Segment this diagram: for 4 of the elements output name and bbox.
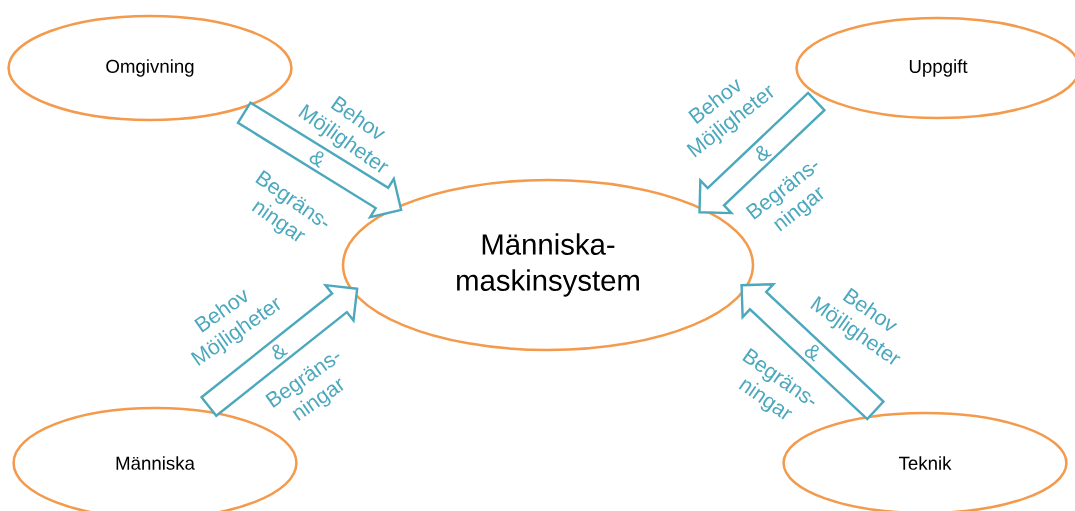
block-arrow bbox=[698, 91, 827, 215]
ellipse-node: Omgivning bbox=[7, 14, 293, 122]
block-arrow bbox=[199, 283, 359, 418]
block-arrow bbox=[236, 100, 403, 219]
